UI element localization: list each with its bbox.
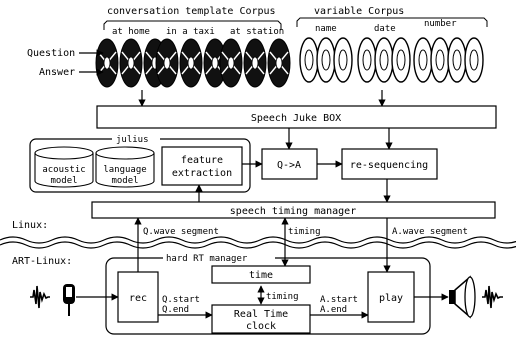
dark-disc-icon bbox=[119, 38, 143, 88]
dark-disc-icon bbox=[219, 38, 243, 88]
hard-rt-manager-title: hard RT manager bbox=[166, 254, 248, 264]
dark-disc-icon bbox=[243, 38, 267, 88]
q-to-a-box bbox=[261, 148, 318, 180]
timing-signal-label: timing bbox=[288, 227, 321, 237]
output-waveform-icon bbox=[482, 285, 503, 309]
a-wave-segment-label: A.wave segment bbox=[392, 227, 468, 237]
light-disc-icon bbox=[464, 37, 484, 83]
variable-corpus-bracket bbox=[296, 17, 488, 27]
time-box bbox=[211, 265, 311, 284]
time-label: time bbox=[249, 270, 273, 281]
variable-corpus-title: variable Corpus bbox=[314, 6, 404, 17]
light-disc-icon bbox=[374, 37, 394, 83]
play-box bbox=[367, 271, 415, 323]
q-wave-segment-label: Q.wave segment bbox=[143, 227, 219, 237]
dark-disc-icon bbox=[155, 38, 179, 88]
light-disc-icon bbox=[357, 37, 377, 83]
light-disc-icon bbox=[333, 37, 353, 83]
rec-box bbox=[117, 271, 159, 323]
light-disc-icon bbox=[391, 37, 411, 83]
dark-disc-icon bbox=[179, 38, 203, 88]
language-model-label-2: model bbox=[111, 176, 138, 186]
play-label: play bbox=[379, 293, 403, 304]
kernel-boundary-wave-top bbox=[0, 236, 516, 244]
a-end-label: A.end bbox=[320, 305, 347, 315]
acoustic-model-label-1: acoustic bbox=[42, 165, 85, 175]
julius-title-mask bbox=[112, 134, 160, 144]
light-disc-icon bbox=[430, 37, 450, 83]
rtc-label-1: Real Time bbox=[234, 309, 288, 320]
q-end-label: Q.end bbox=[162, 305, 189, 315]
speech-timing-manager-box bbox=[91, 201, 496, 219]
speaker-icon bbox=[449, 275, 476, 319]
group-label-date: date bbox=[374, 24, 396, 34]
group-label-number: number bbox=[424, 19, 457, 29]
group-label-in-a-taxi: in a taxi bbox=[166, 27, 215, 37]
speech-juke-box-label: Speech Juke BOX bbox=[251, 113, 341, 124]
variable-corpus-discs bbox=[299, 37, 484, 83]
light-disc-icon bbox=[413, 37, 433, 83]
q-start-label: Q.start bbox=[162, 295, 200, 305]
real-time-clock-box bbox=[211, 304, 311, 334]
language-model-label-1: language bbox=[103, 165, 146, 175]
feature-extraction-label-2: extraction bbox=[172, 168, 232, 179]
dark-disc-icon bbox=[95, 38, 119, 88]
group-label-at-home: at home bbox=[112, 27, 150, 37]
kernel-boundary-wave-bottom bbox=[0, 241, 516, 249]
rec-label: rec bbox=[129, 293, 147, 304]
hard-rt-title-mask bbox=[163, 253, 275, 263]
speech-juke-box bbox=[96, 105, 497, 129]
light-disc-icon bbox=[316, 37, 336, 83]
input-waveform-icon bbox=[30, 285, 50, 309]
answer-label: Answer bbox=[39, 67, 75, 78]
acoustic-model-cylinder bbox=[34, 146, 94, 188]
acoustic-model-label-2: model bbox=[50, 176, 77, 186]
speech-timing-manager-label: speech timing manager bbox=[230, 206, 356, 217]
art-linux-label: ART-Linux: bbox=[12, 256, 72, 267]
group-label-name: name bbox=[315, 24, 337, 34]
rtc-timing-label: timing bbox=[266, 292, 299, 302]
question-label: Question bbox=[27, 48, 75, 59]
dark-disc-icon bbox=[267, 38, 291, 88]
feature-extraction-label-1: feature bbox=[181, 155, 223, 166]
language-model-cylinder bbox=[95, 146, 155, 188]
microphone-icon bbox=[63, 284, 75, 316]
re-sequencing-label: re-sequencing bbox=[350, 160, 428, 171]
linux-label: Linux: bbox=[12, 220, 48, 231]
group-label-at-station: at station bbox=[230, 27, 284, 37]
feature-extraction-box bbox=[161, 146, 243, 186]
conversation-corpus-discs bbox=[95, 38, 291, 88]
conversation-corpus-title: conversation template Corpus bbox=[107, 6, 276, 17]
light-disc-icon bbox=[447, 37, 467, 83]
rtc-label-2: clock bbox=[246, 321, 276, 332]
julius-title: julius bbox=[116, 135, 149, 145]
light-disc-icon bbox=[299, 37, 319, 83]
q-to-a-label: Q->A bbox=[277, 160, 301, 171]
a-start-label: A.start bbox=[320, 295, 358, 305]
conversation-corpus-bracket bbox=[103, 20, 282, 30]
